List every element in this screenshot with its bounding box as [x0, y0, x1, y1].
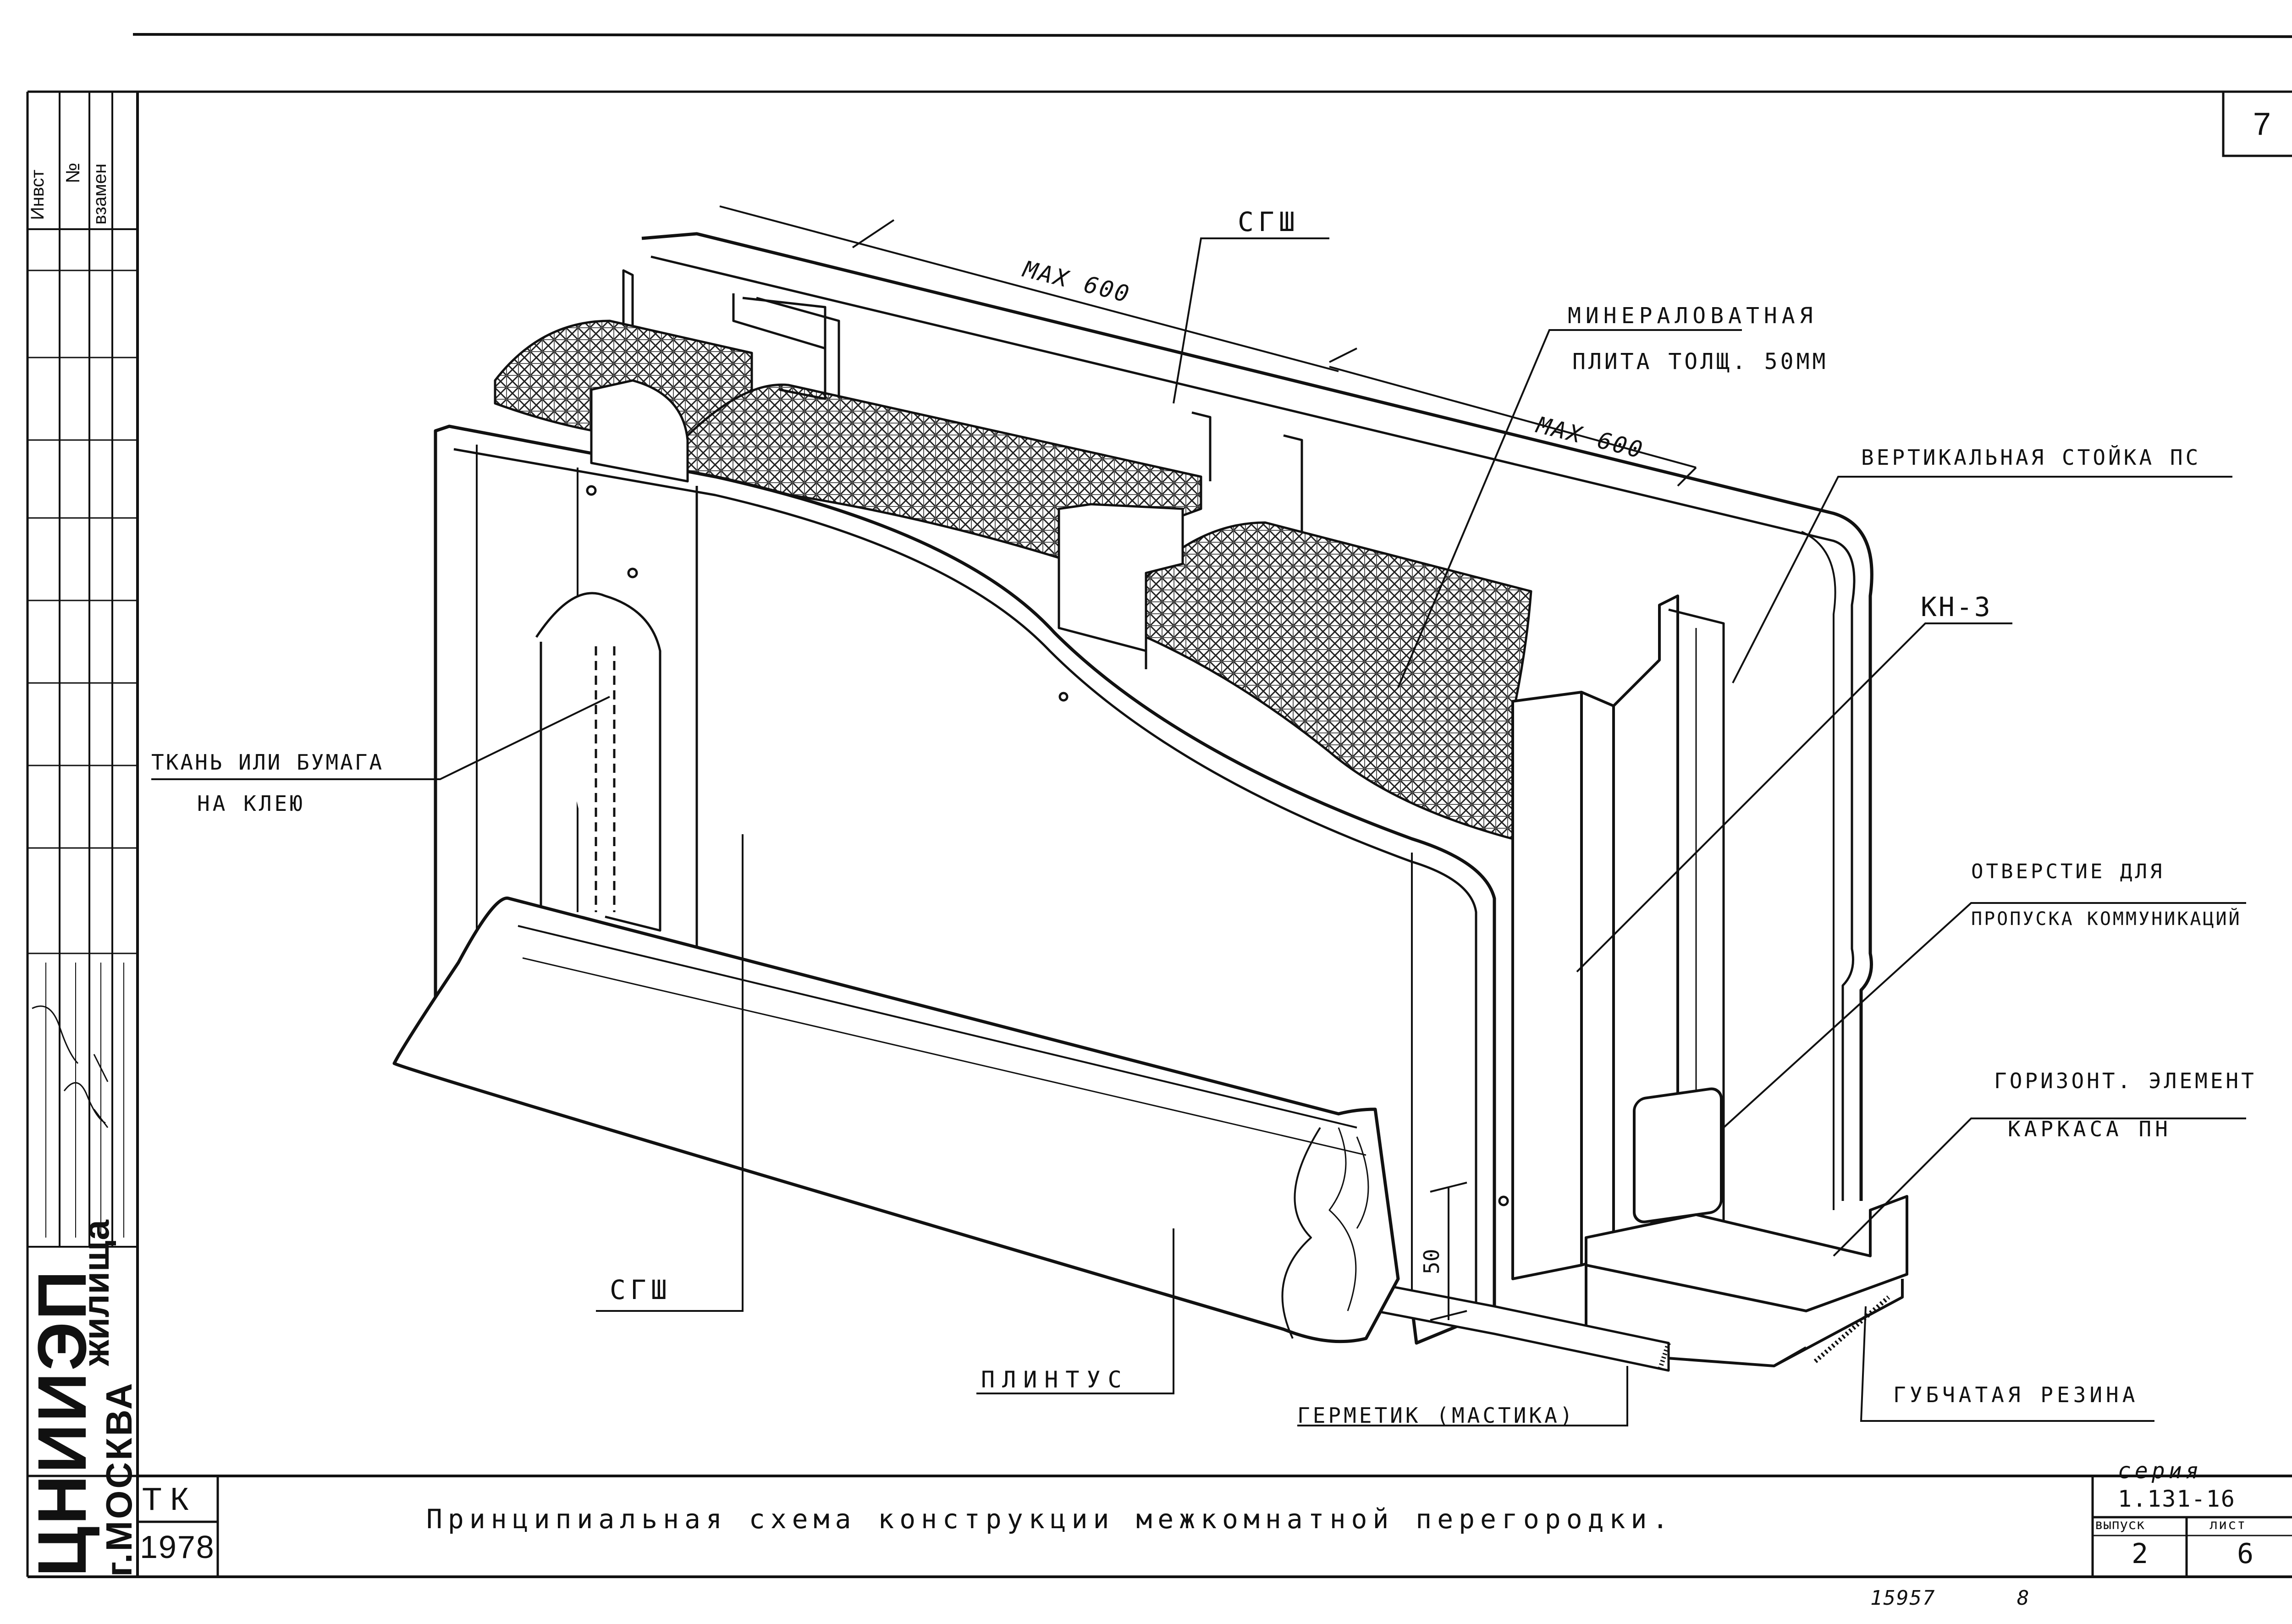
revision-strip: [28, 92, 138, 1477]
label-horiz-1: ГОРИЗОНТ. ЭЛЕМЕНТ: [1994, 1068, 2257, 1093]
label-sgsh-bottom: СГШ: [610, 1274, 672, 1305]
org-subtitle: жилища: [76, 1220, 116, 1366]
horizontal-element-pn: [1585, 1195, 1908, 1312]
label-horiz-2: КАРКАСА ПН: [2008, 1117, 2171, 1141]
series-number: 1.131-16: [2118, 1486, 2236, 1512]
stamp-instead: взамен: [90, 163, 110, 225]
year: 1978: [140, 1529, 215, 1565]
label-fabric-1: ТКАНЬ ИЛИ БУМАГА: [151, 750, 384, 775]
label-kn3: КН-3: [1921, 591, 1992, 622]
label-mineral-wool-1: МИНЕРАЛОВАТНАЯ: [1568, 303, 1818, 329]
label-hole-2: ПРОПУСКА КОММУНИКАЦИЙ: [1971, 908, 2242, 930]
page-number: 7: [2253, 106, 2271, 142]
label-fabric-2: НА КЛЕЮ: [197, 791, 305, 816]
stamp-inv: Инвст: [28, 170, 48, 220]
label-vertical-stud: ВЕРТИКАЛЬНАЯ СТОЙКА ПС: [1861, 445, 2201, 470]
tk-code: ТК: [142, 1481, 197, 1517]
label-plinth: ПЛИНТУС: [981, 1366, 1129, 1393]
sheet-value: 6: [2237, 1538, 2254, 1570]
footer-number: 15957: [1870, 1586, 1936, 1610]
drawing-title: Принципиальная схема конструкции межкомн…: [426, 1503, 1674, 1535]
label-sponge-rubber: ГУБЧАТАЯ РЕЗИНА: [1893, 1382, 2139, 1407]
leader-lines: [151, 237, 2246, 1426]
title-block: [136, 90, 2292, 1578]
label-hole-1: ОТВЕРСТИЕ ДЛЯ: [1971, 860, 2165, 883]
stamp-no: №: [62, 162, 83, 183]
plinth: [392, 896, 1400, 1343]
issue-value: 2: [2132, 1538, 2149, 1570]
label-mineral-wool-2: ПЛИТА ТОЛЩ. 50ММ: [1572, 349, 1829, 374]
drawing-frame: [26, 33, 2292, 1578]
issue-label: выпуск: [2095, 1517, 2145, 1533]
service-opening: [1633, 1087, 1723, 1223]
footer-mark: 8: [2017, 1586, 2029, 1610]
sheet-label: лист: [2209, 1517, 2247, 1533]
org-city: г.МОСКВА: [99, 1381, 139, 1577]
label-sgsh-top: СГШ: [1238, 206, 1300, 237]
label-sealant: ГЕРМЕТИК (МАСТИКА): [1297, 1403, 1576, 1428]
series-label: серия: [2118, 1458, 2203, 1484]
partition-drawing: [392, 232, 1908, 1372]
label-dim-50: 50: [1419, 1249, 1444, 1274]
